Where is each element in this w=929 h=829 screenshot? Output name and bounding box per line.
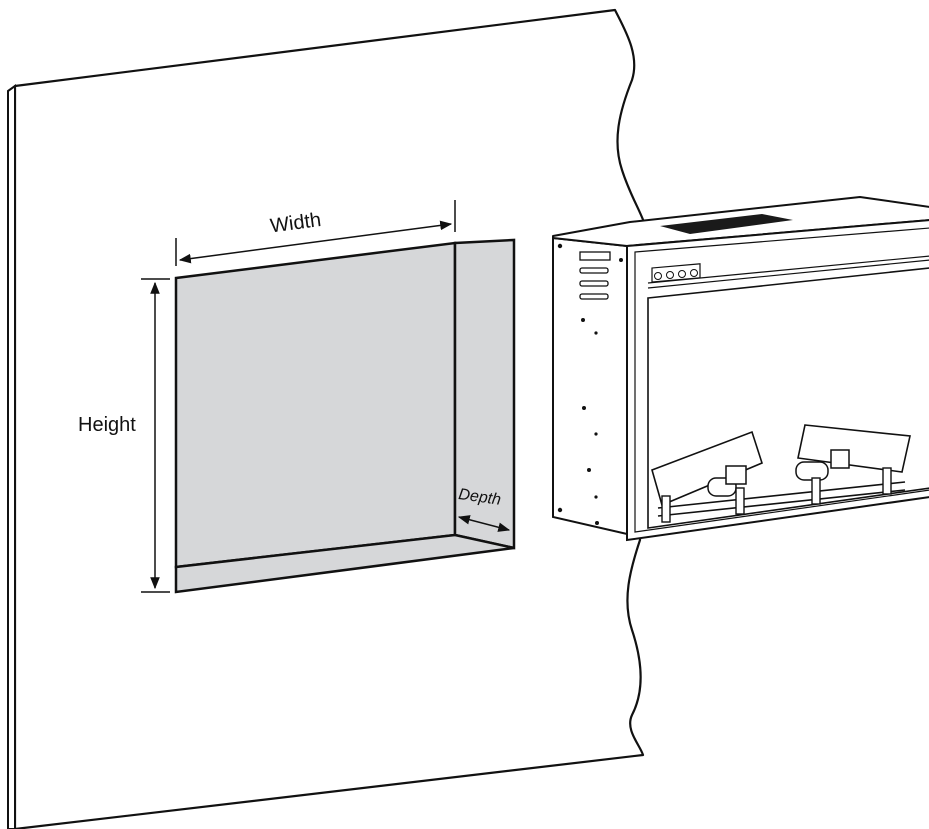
flame-icon [666,271,674,279]
power-icon [654,272,662,280]
log-set [651,424,911,523]
height-dimension [141,278,170,593]
side-vents [557,243,623,525]
depth-label: Depth [457,486,502,509]
height-label: Height [78,414,136,436]
top-vent-grille [660,214,793,234]
timer-icon [678,270,686,278]
depth-dimension [457,515,511,532]
width-dimension [175,200,456,266]
heat-icon [690,269,698,277]
control-panel [651,263,701,283]
fireplace-insert [552,196,929,542]
wall-recess [174,238,516,594]
